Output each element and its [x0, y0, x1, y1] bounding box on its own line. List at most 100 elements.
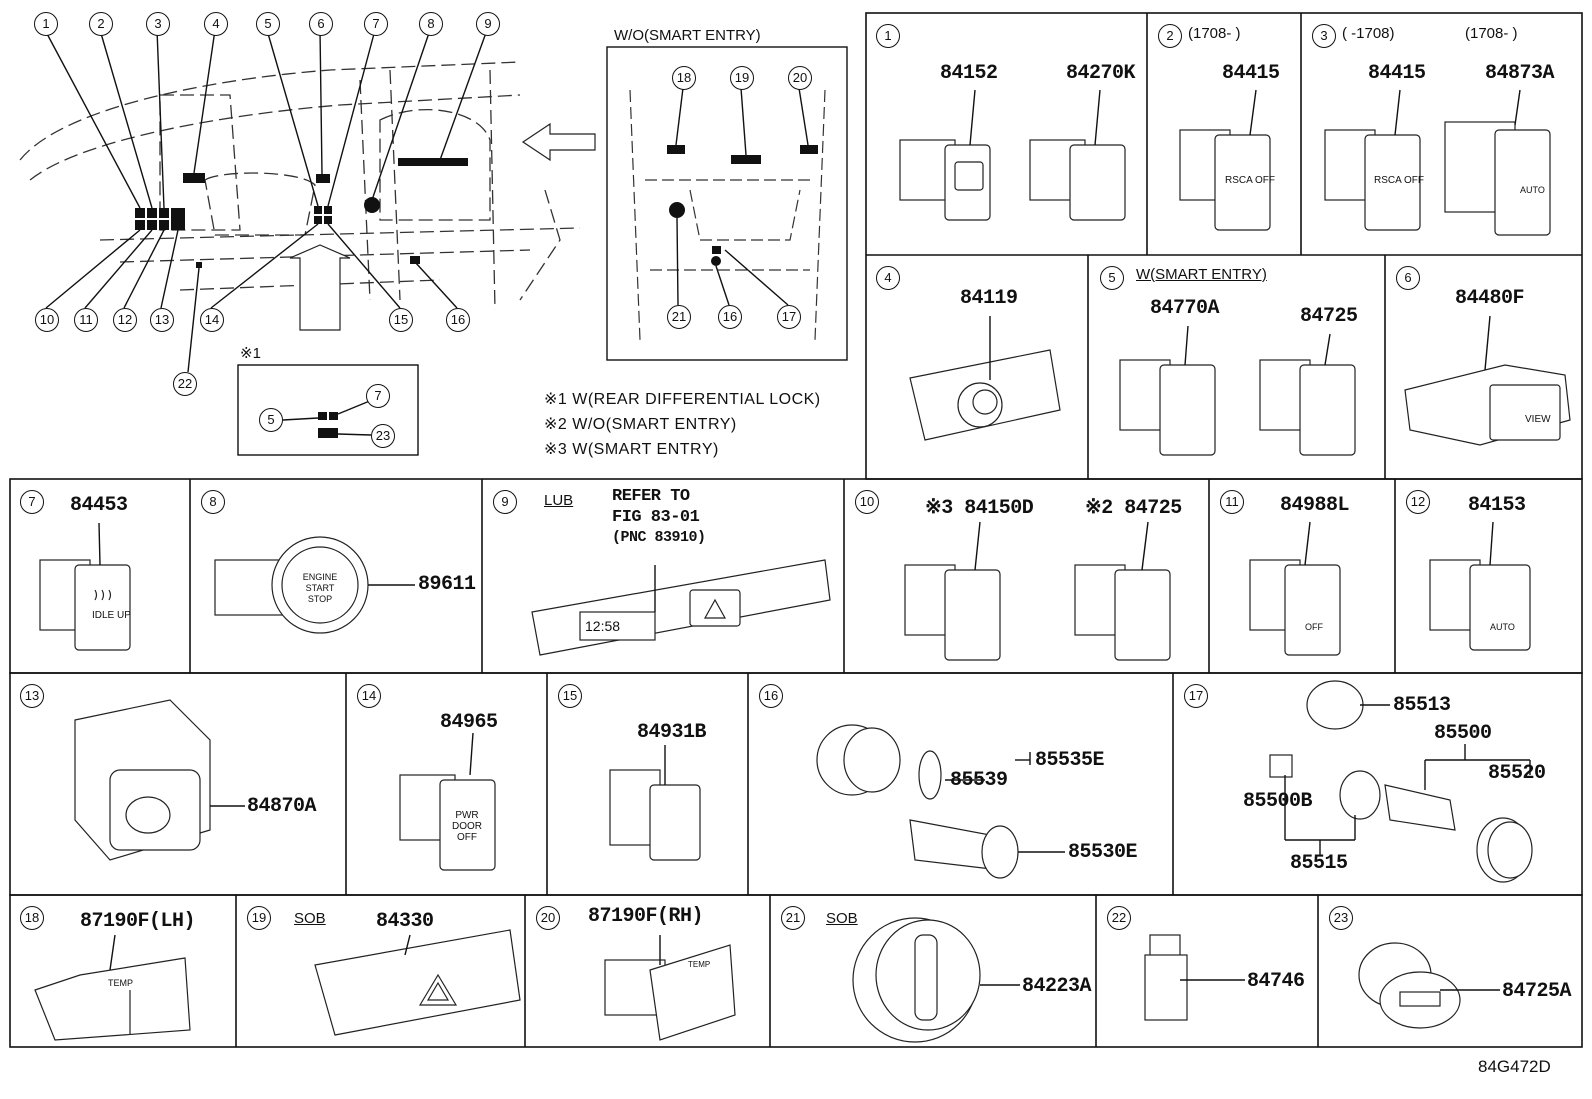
cell-20-num[interactable]: 20 [536, 906, 560, 930]
wo-callout-20[interactable]: 20 [788, 66, 812, 90]
cell-11-num[interactable]: 11 [1220, 490, 1244, 514]
callout-8[interactable]: 8 [419, 12, 443, 36]
part-87190F-LH[interactable]: 87190F(LH) [80, 910, 196, 933]
part-84330[interactable]: 84330 [376, 910, 434, 933]
cell-9-ref-2: FIG 83-01 [612, 508, 700, 527]
cell-14-num[interactable]: 14 [357, 684, 381, 708]
inset-callout-5[interactable]: 5 [259, 408, 283, 432]
part-84453[interactable]: 84453 [70, 494, 128, 517]
button-text-view: VIEW [1525, 414, 1551, 425]
inset-callout-23[interactable]: 23 [371, 424, 395, 448]
wo-callout-16[interactable]: 16 [718, 305, 742, 329]
cell-17-num[interactable]: 17 [1184, 684, 1208, 708]
cell-23-num[interactable]: 23 [1329, 906, 1353, 930]
wo-callout-21[interactable]: 21 [667, 305, 691, 329]
button-text-rsca-b: RSCA OFF [1374, 175, 1425, 186]
callout-4[interactable]: 4 [204, 12, 228, 36]
cell-21-num[interactable]: 21 [781, 906, 805, 930]
part-84873A[interactable]: 84873A [1485, 62, 1555, 85]
part-85500[interactable]: 85500 [1434, 722, 1492, 745]
cell-3-num[interactable]: 3 [1312, 24, 1336, 48]
part-84150D[interactable]: ※3 84150D [925, 497, 1034, 520]
callout-13[interactable]: 13 [150, 308, 174, 332]
part-84965[interactable]: 84965 [440, 711, 498, 734]
cell-2-range: (1708- ) [1188, 25, 1241, 42]
part-89611[interactable]: 89611 [418, 573, 476, 596]
part-84415-b[interactable]: 84415 [1368, 62, 1426, 85]
part-84988L[interactable]: 84988L [1280, 494, 1350, 517]
figure-id: 84G472D [1478, 1057, 1551, 1076]
cell-8-num[interactable]: 8 [201, 490, 225, 514]
wo-callout-19[interactable]: 19 [730, 66, 754, 90]
callout-3[interactable]: 3 [146, 12, 170, 36]
callout-9[interactable]: 9 [476, 12, 500, 36]
cell-16-num[interactable]: 16 [759, 684, 783, 708]
part-85500B[interactable]: 85500B [1243, 790, 1313, 813]
cell-13-num[interactable]: 13 [20, 684, 44, 708]
part-85535E[interactable]: 85535E [1035, 749, 1105, 772]
cell-3-range-1: ( -1708) [1342, 25, 1395, 42]
part-85539[interactable]: 85539 [950, 769, 1008, 792]
cell-15-num[interactable]: 15 [558, 684, 582, 708]
part-84223A[interactable]: 84223A [1022, 975, 1092, 998]
part-84119[interactable]: 84119 [960, 287, 1018, 310]
cell-4-num[interactable]: 4 [876, 266, 900, 290]
cell-9-num[interactable]: 9 [493, 490, 517, 514]
part-84153[interactable]: 84153 [1468, 494, 1526, 517]
part-84931B[interactable]: 84931B [637, 721, 707, 744]
note-2: ※2 W/O(SMART ENTRY) [544, 416, 737, 433]
part-85513[interactable]: 85513 [1393, 694, 1451, 717]
callout-2[interactable]: 2 [89, 12, 113, 36]
cell-18-num[interactable]: 18 [20, 906, 44, 930]
part-84415[interactable]: 84415 [1222, 62, 1280, 85]
cell-12-num[interactable]: 12 [1406, 490, 1430, 514]
cell-1-num[interactable]: 1 [876, 24, 900, 48]
part-84870A[interactable]: 84870A [247, 795, 317, 818]
cell-19-cond: SOB [294, 910, 326, 927]
callout-7[interactable]: 7 [364, 12, 388, 36]
wo-callout-18[interactable]: 18 [672, 66, 696, 90]
callout-6[interactable]: 6 [309, 12, 333, 36]
part-84152[interactable]: 84152 [940, 62, 998, 85]
part-87190F-RH[interactable]: 87190F(RH) [588, 905, 704, 928]
part-85515[interactable]: 85515 [1290, 852, 1348, 875]
button-text-temp: TEMP [108, 978, 134, 988]
wo-box-title: W/O(SMART ENTRY) [614, 27, 761, 44]
cell-7-num[interactable]: 7 [20, 490, 44, 514]
button-text-auto-b: AUTO [1490, 622, 1515, 632]
part-84725[interactable]: 84725 [1300, 305, 1358, 328]
cell-5-cond: W(SMART ENTRY) [1136, 266, 1267, 283]
callout-14[interactable]: 14 [200, 308, 224, 332]
button-text-clock: 12:58 [585, 618, 621, 634]
inset-callout-7[interactable]: 7 [366, 384, 390, 408]
part-84746[interactable]: 84746 [1247, 970, 1305, 993]
cell-3-range-2: (1708- ) [1465, 25, 1518, 42]
part-85520[interactable]: 85520 [1488, 762, 1546, 785]
part-84770A[interactable]: 84770A [1150, 297, 1220, 320]
callout-1[interactable]: 1 [34, 12, 58, 36]
wo-callout-17[interactable]: 17 [777, 305, 801, 329]
callout-12[interactable]: 12 [113, 308, 137, 332]
cell-22-num[interactable]: 22 [1107, 906, 1131, 930]
callout-22[interactable]: 22 [173, 372, 197, 396]
part-85530E[interactable]: 85530E [1068, 841, 1138, 864]
part-84725-b[interactable]: ※2 84725 [1085, 497, 1182, 520]
cell-19-num[interactable]: 19 [247, 906, 271, 930]
callout-16[interactable]: 16 [446, 308, 470, 332]
note-3: ※3 W(SMART ENTRY) [544, 441, 719, 458]
cell-10-num[interactable]: 10 [855, 490, 879, 514]
cell-9-ref-1: REFER TO [612, 487, 690, 506]
part-84725A[interactable]: 84725A [1502, 980, 1572, 1003]
button-text-rsca: RSCA OFF [1225, 175, 1276, 186]
callout-11[interactable]: 11 [74, 308, 98, 332]
cell-5-num[interactable]: 5 [1100, 266, 1124, 290]
callout-5[interactable]: 5 [256, 12, 280, 36]
button-text-auto: AUTO [1520, 185, 1545, 195]
part-84270K[interactable]: 84270K [1066, 62, 1136, 85]
cell-6-num[interactable]: 6 [1396, 266, 1420, 290]
cell-2-num[interactable]: 2 [1158, 24, 1182, 48]
callout-15[interactable]: 15 [389, 308, 413, 332]
callout-10[interactable]: 10 [35, 308, 59, 332]
part-84480F[interactable]: 84480F [1455, 287, 1525, 310]
